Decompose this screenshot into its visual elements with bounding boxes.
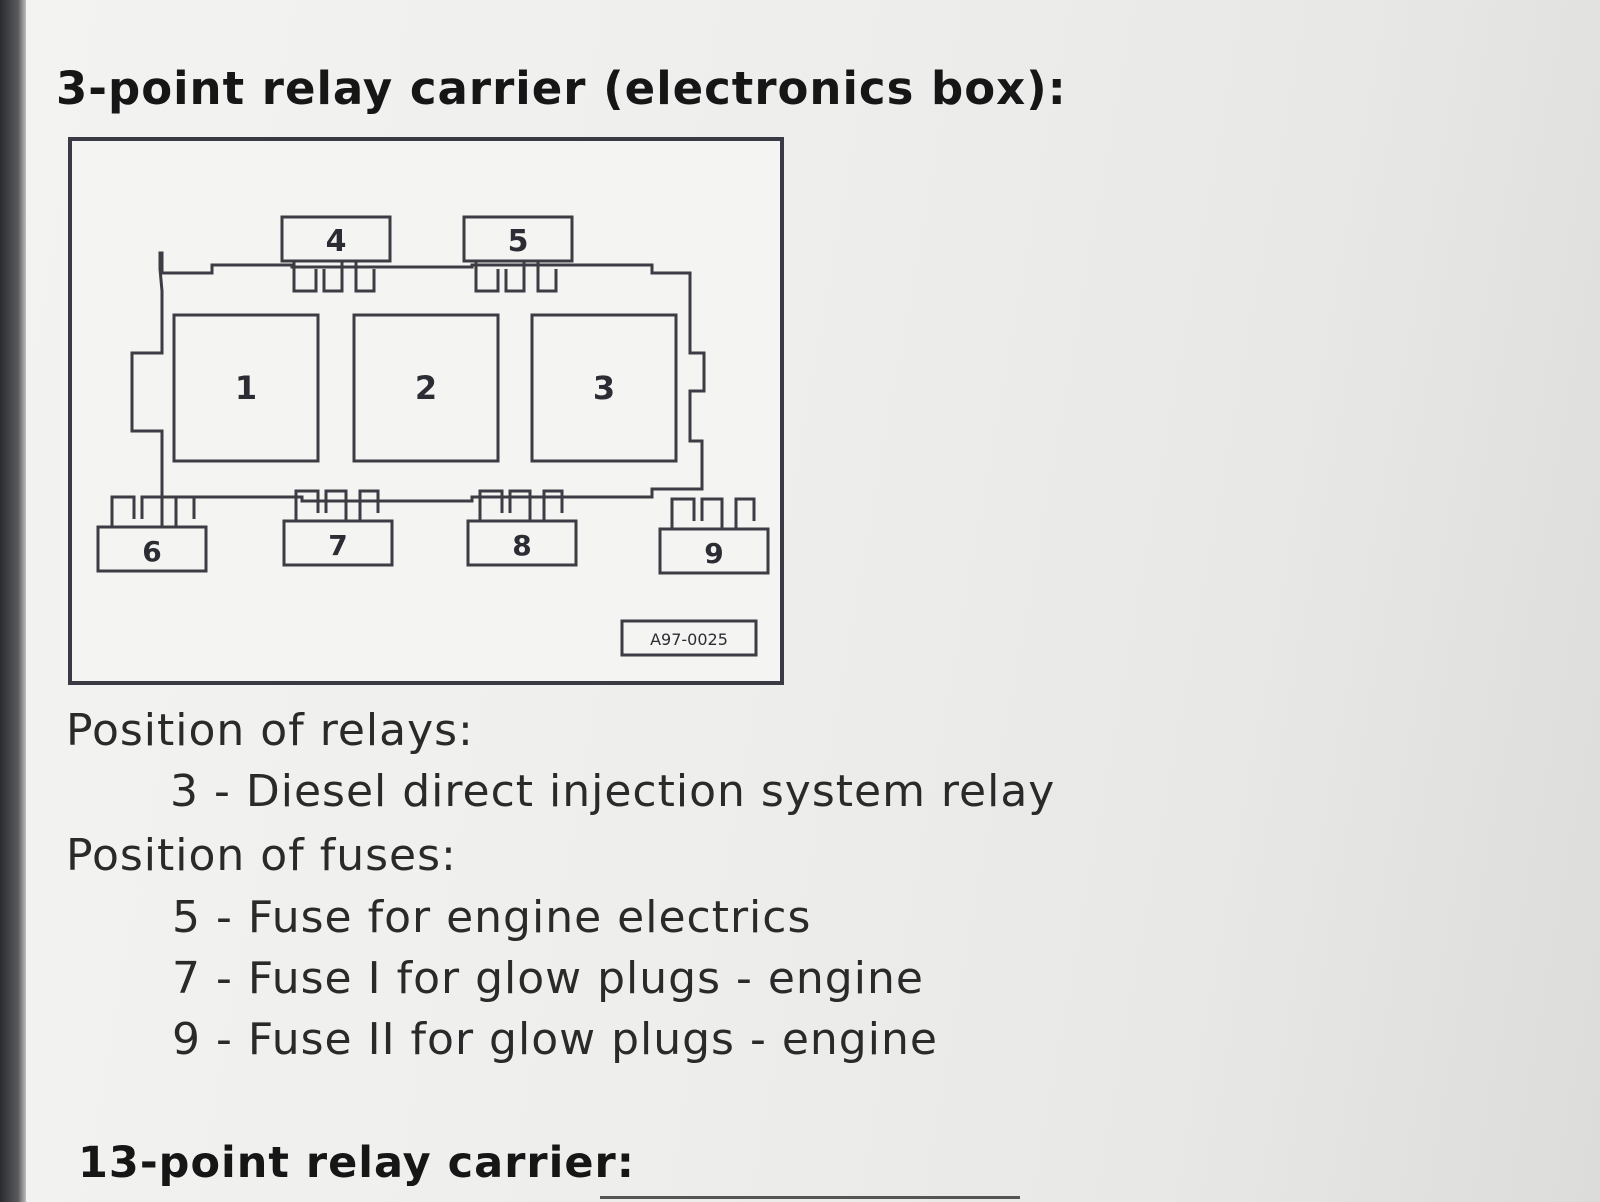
fuse-slot-7: [282, 519, 394, 567]
section-heading-3-point: 3-point relay carrier (electronics box):: [56, 62, 1067, 115]
fuse-clip-7: [294, 489, 380, 521]
fuse-slot-9: [658, 527, 770, 575]
reference-tag-box: [620, 619, 758, 657]
relay-label-2: 2: [415, 369, 437, 407]
fuse-clip-5: [474, 261, 558, 293]
fuse-label-6: 6: [142, 535, 161, 568]
fuse-slot-5: [462, 215, 574, 263]
fuse-item: 9 - Fuse II for glow plugs - engine: [172, 1014, 938, 1065]
relay-label-1: 1: [235, 369, 257, 407]
relay-label-3: 3: [593, 369, 615, 407]
fuse-item: 5 - Fuse for engine electrics: [172, 892, 812, 943]
fuse-label-7: 7: [328, 529, 347, 562]
fuse-slot-6: [96, 525, 208, 573]
section-heading-13-point: 13-point relay carrier:: [78, 1138, 635, 1188]
relay-slot-1: [172, 313, 320, 463]
divider: [600, 1196, 1020, 1199]
fuse-clip-9: [670, 497, 756, 529]
fuse-label-9: 9: [704, 537, 723, 570]
fuses-label: Position of fuses:: [66, 830, 457, 881]
fuse-clip-6: [110, 495, 196, 527]
relay-slot-3: [530, 313, 678, 463]
fuse-slot-8: [466, 519, 578, 567]
relay-item: 3 - Diesel direct injection system relay: [170, 766, 1056, 817]
fuse-label-4: 4: [326, 224, 347, 259]
relays-label: Position of relays:: [66, 705, 474, 756]
fuse-slot-4: [280, 215, 392, 263]
carrier-outline: [130, 251, 706, 503]
fuse-clip-4: [292, 261, 376, 293]
fuse-label-5: 5: [508, 224, 529, 259]
reference-code: A97-0025: [650, 630, 728, 649]
screen-bezel: [0, 0, 26, 1202]
fuse-clip-8: [478, 489, 564, 521]
relay-carrier-drawing: 1 2 3 4 5 6 7 8 9 A97-0025: [96, 215, 770, 657]
fuse-label-8: 8: [512, 529, 531, 562]
relay-carrier-diagram: 1 2 3 4 5 6 7 8 9 A97-0025: [68, 137, 784, 685]
relay-slot-2: [352, 313, 500, 463]
fuse-item: 7 - Fuse I for glow plugs - engine: [172, 953, 924, 1004]
